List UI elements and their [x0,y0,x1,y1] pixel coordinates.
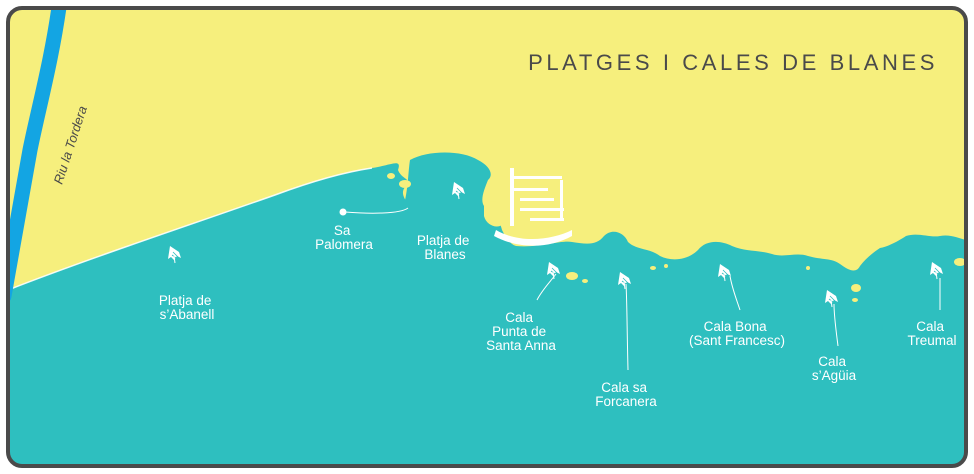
place-labels: Sa Palomera Platja de Blanes Platja de s… [159,223,957,409]
map-title: PLATGES I CALES DE BLANES [528,50,938,75]
place-label-cala-sagulla: Cala s’Agüia [812,354,857,383]
place-label-cala-punta-de-santa-anna: Cala Punta de Santa Anna [486,310,556,353]
map-frame [6,6,968,468]
place-label-cala-sa-forcanera: Cala sa Forcanera [595,380,657,409]
sa-palomera-marker [339,208,347,216]
place-label-cala-bona: Cala Bona (Sant Francesc) [689,319,785,348]
sea-area [8,152,966,466]
leader-lines [344,207,941,371]
place-label-platja-de-sabanell: Platja de s’Abanell [159,293,215,322]
place-label-sa-palomera: Sa Palomera [315,223,373,252]
place-label-platja-de-blanes: Platja de Blanes [417,233,473,262]
river-tordera [8,8,68,304]
place-label-cala-treumal: Cala Treumal [907,319,956,348]
port [494,168,572,246]
